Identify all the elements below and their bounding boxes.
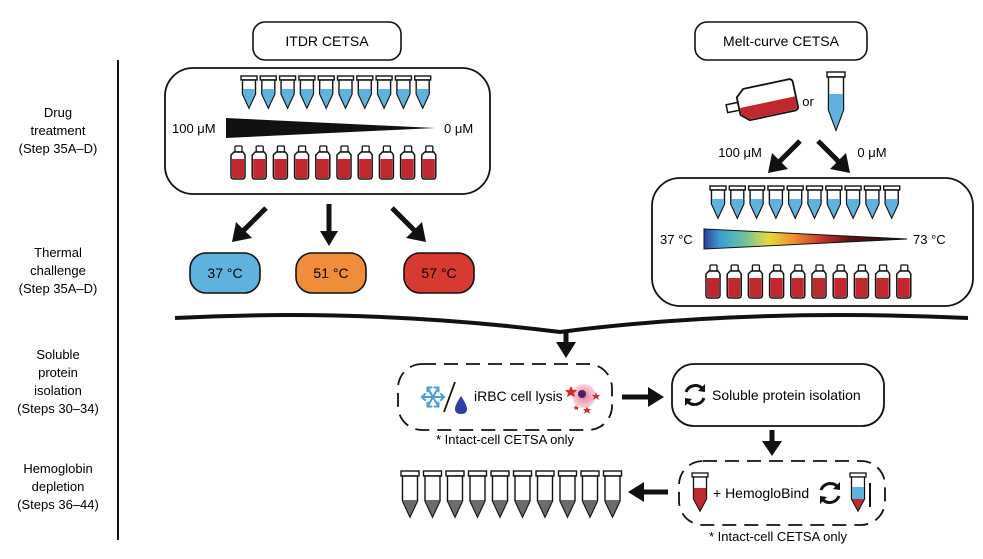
soluble-label: Soluble protein isolation — [712, 387, 861, 403]
temp-pill-51: 51 °C — [295, 252, 367, 294]
hemoglobin-note: * Intact-cell CETSA only — [709, 529, 847, 544]
temperature-gradient-wedge — [703, 228, 908, 250]
svg-text:37 °C: 37 °C — [207, 265, 242, 281]
depleted-tube-icon — [512, 470, 533, 518]
itdr-conc-low: 0 μM — [444, 121, 473, 136]
melt-thermal-panel: 37 °C 73 °C — [651, 177, 974, 307]
hemoglobin-depletion-panel: + HemogloBind * Intact-cell CETSA only — [678, 460, 886, 544]
gradient-wedge-icon — [226, 118, 435, 138]
svg-text:51 °C: 51 °C — [313, 265, 348, 281]
itdr-drug-treatment-panel: 100 μM 0 μM — [164, 67, 491, 195]
slash-divider — [443, 381, 456, 413]
temp-pill-57: 57 °C — [403, 252, 475, 294]
recycle-arrows-icon — [684, 383, 706, 407]
culture-flask-icon — [725, 78, 799, 122]
svg-text:ITDR CETSA: ITDR CETSA — [285, 33, 369, 49]
melt-temp-high: 73 °C — [913, 232, 946, 247]
depleted-tube-icon — [557, 470, 578, 518]
red-tube-icon — [691, 472, 709, 513]
hemoglobind-label: + HemogloBind — [713, 485, 809, 501]
itdr-conc-high: 100 μM — [172, 121, 216, 136]
snowflake-icon — [420, 386, 446, 408]
depleted-tube-icon — [602, 470, 623, 518]
step-label-drug-treatment: Drug treatment (Step 35A–D) — [19, 105, 98, 156]
melt-temp-low: 37 °C — [660, 232, 693, 247]
step-label-hemoglobin-depletion: Hemoglobin depletion (Steps 36–44) — [17, 461, 99, 512]
svg-text:challenge: challenge — [30, 263, 86, 278]
svg-text:(Steps 36–44): (Steps 36–44) — [17, 497, 99, 512]
svg-text:(Steps 30–34): (Steps 30–34) — [17, 401, 99, 416]
depleted-tube-icon — [490, 470, 510, 518]
svg-text:depletion: depletion — [32, 479, 85, 494]
melt-conc-high: 100 μM — [718, 145, 762, 160]
svg-text:Melt-curve CETSA: Melt-curve CETSA — [723, 33, 840, 49]
depleted-tube-icon — [467, 470, 488, 518]
header-melt-curve-cetsa: Melt-curve CETSA — [694, 21, 868, 61]
svg-text:Thermal: Thermal — [34, 245, 82, 260]
svg-text:Hemoglobin: Hemoglobin — [23, 461, 92, 476]
svg-text:(Step 35A–D): (Step 35A–D) — [19, 141, 98, 156]
drop-icon — [455, 396, 467, 414]
depleted-tube-icon — [400, 470, 420, 518]
separated-tube-icon — [849, 472, 871, 513]
step-label-thermal-challenge: Thermal challenge (Step 35A–D) — [19, 245, 98, 296]
microtube-icon — [826, 71, 846, 132]
lysis-note: * Intact-cell CETSA only — [436, 432, 574, 447]
step-label-soluble-protein-isolation: Soluble protein isolation (Steps 30–34) — [17, 347, 99, 416]
svg-text:Drug: Drug — [44, 105, 72, 120]
recycle-arrows-icon — [819, 481, 841, 505]
svg-text:Soluble: Soluble — [36, 347, 79, 362]
depleted-tube-icon — [535, 470, 555, 518]
svg-text:protein: protein — [38, 365, 78, 380]
merge-brace — [174, 313, 969, 358]
soluble-protein-isolation-panel: Soluble protein isolation — [671, 363, 885, 427]
depleted-tube-icon — [422, 470, 443, 518]
arrow-to-hemoglobin — [762, 430, 782, 456]
cell-lysis-panel: iRBC cell lysis * Intact-cell CETSA only — [397, 363, 613, 447]
arrow-to-soluble-isolation — [622, 387, 664, 407]
temp-pill-37: 37 °C — [189, 252, 261, 294]
arrow-to-depleted-tubes — [628, 482, 668, 502]
header-itdr-cetsa: ITDR CETSA — [252, 21, 402, 61]
itdr-split-arrows — [232, 204, 426, 246]
depleted-tube-row — [400, 470, 623, 518]
svg-text:57 °C: 57 °C — [421, 265, 456, 281]
lysis-label: iRBC cell lysis — [474, 388, 563, 404]
melt-split-arrows — [768, 139, 850, 173]
svg-text:isolation: isolation — [34, 383, 82, 398]
svg-text:(Step 35A–D): (Step 35A–D) — [19, 281, 98, 296]
depleted-tube-icon — [445, 470, 465, 518]
or-label: or — [802, 94, 814, 109]
depleted-tube-icon — [580, 470, 600, 518]
melt-conc-low: 0 μM — [857, 145, 886, 160]
svg-text:treatment: treatment — [31, 123, 86, 138]
lysed-cell-icon — [565, 384, 600, 414]
